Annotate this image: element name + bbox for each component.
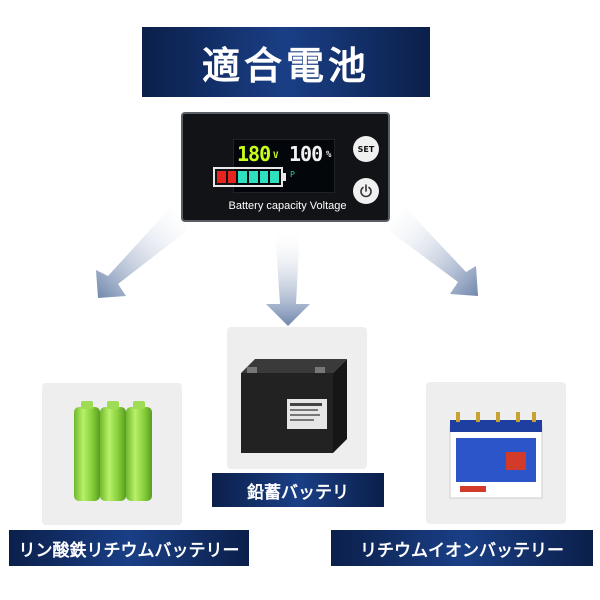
lead-acid-label: 鉛蓄バッテリ (212, 473, 384, 507)
lead-acid-label-text: 鉛蓄バッテリ (247, 482, 349, 503)
lcd-screen: 180 V 100 % (233, 139, 335, 193)
lead-acid-battery-image (227, 327, 367, 469)
page-title: 適合電池 (201, 43, 370, 88)
power-button[interactable] (353, 178, 379, 204)
device-label: Battery capacity Voltage (228, 200, 347, 212)
set-button-label: SET (357, 144, 375, 154)
capacity-segment (249, 171, 258, 183)
cell-3 (126, 401, 152, 501)
lifepo4-label: リン酸鉄リチウムバッテリー (9, 530, 249, 566)
cell-1 (74, 401, 100, 501)
capacity-segment (259, 171, 269, 183)
capacity-segment (238, 171, 248, 183)
percent-readout: 100 (289, 142, 323, 166)
capacity-segment (227, 171, 237, 183)
capacity-segment (217, 171, 226, 183)
lithium-ion-label-text: リチウムイオンバッテリー (360, 540, 564, 561)
capacity-bar-tip (283, 173, 286, 181)
lithium-ion-graphic (449, 412, 543, 499)
cell-2 (100, 401, 126, 501)
capacity-segment (270, 171, 280, 183)
cylindrical-cells-graphic (74, 401, 152, 501)
voltage-readout: 180 (237, 142, 271, 166)
power-icon (360, 184, 372, 198)
lithium-ion-battery-image (426, 382, 566, 524)
arrow-left (96, 206, 188, 298)
battery-monitor-device: 180 V 100 % P SET Battery capacity Volta… (181, 112, 390, 222)
title-banner: 適合電池 (142, 27, 430, 97)
p-indicator: P (290, 170, 295, 179)
arrow-center (266, 228, 310, 326)
lifepo4-battery-image (42, 383, 182, 525)
lithium-ion-label: リチウムイオンバッテリー (331, 530, 593, 566)
lead-acid-graphic (241, 359, 347, 453)
voltage-unit: V (273, 151, 279, 161)
lifepo4-label-text: リン酸鉄リチウムバッテリー (18, 540, 240, 561)
capacity-bar (213, 167, 283, 187)
percent-unit: % (326, 150, 332, 160)
arrow-right (388, 206, 478, 296)
set-button[interactable]: SET (353, 136, 379, 162)
